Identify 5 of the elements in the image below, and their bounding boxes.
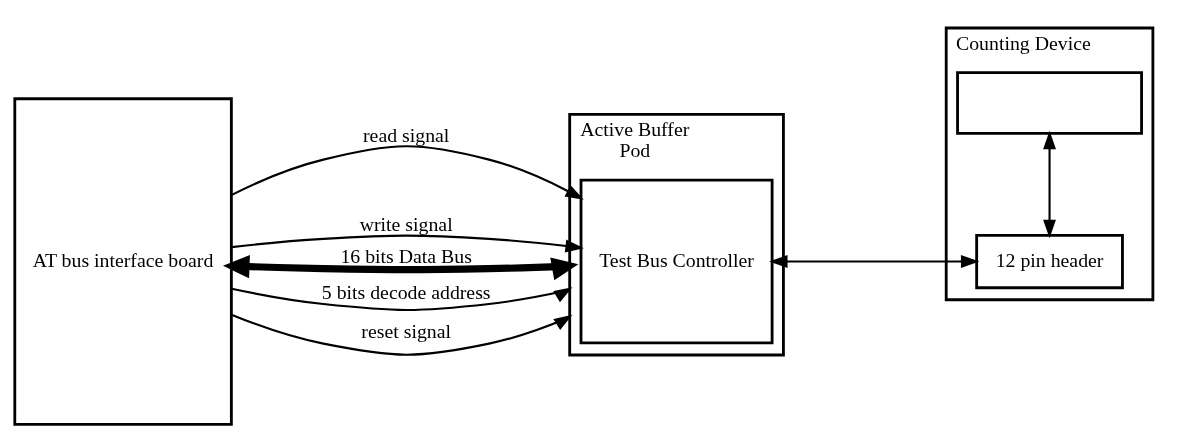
edge-label: write signal: [359, 212, 453, 235]
edge-label: 16 bits Data Bus: [340, 244, 472, 267]
edge-label: reset signal: [361, 319, 451, 342]
edge-label: read signal: [363, 123, 450, 146]
edge-label: 5 bits decode address: [321, 280, 491, 303]
